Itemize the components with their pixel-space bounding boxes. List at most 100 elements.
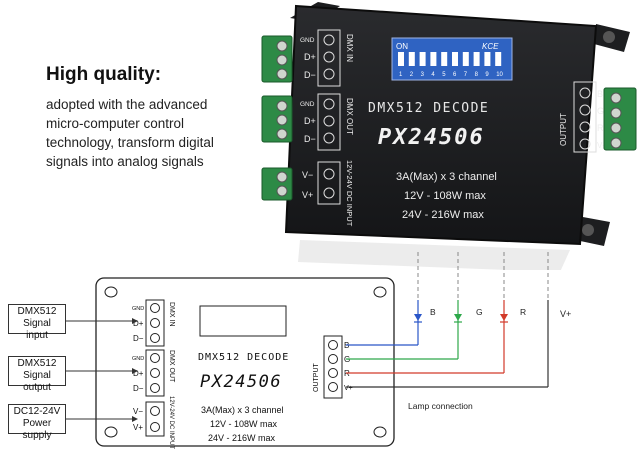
mount-hole	[582, 224, 594, 236]
dip-switch	[398, 52, 404, 66]
diagram-mount-hole	[373, 426, 387, 438]
device-case	[284, 4, 598, 246]
power-supply-label-box: DC12-24V Power supply	[8, 404, 66, 441]
terminal-block-output	[603, 87, 637, 151]
diagram-output-title: OUTPUT	[313, 363, 320, 393]
diagram-mount-hole	[104, 286, 118, 298]
svg-text:D−: D−	[133, 334, 144, 343]
output-panel: B G R V+ OUTPUT	[559, 81, 607, 153]
dip-switch	[484, 52, 491, 66]
power-title: 12V-24V DC INPUT	[345, 160, 354, 227]
signal-input-line-1: DMX512	[17, 306, 57, 317]
diagram-dmx-out-title: DMX OUT	[168, 350, 175, 383]
diagram-dip-window	[199, 305, 287, 337]
svg-text:V+: V+	[133, 423, 143, 432]
spec-line-3: 24V - 216W max	[402, 209, 484, 221]
svg-text:GND: GND	[300, 37, 315, 44]
svg-text:G: G	[344, 355, 350, 364]
svg-text:R: R	[344, 369, 350, 378]
dip-switch	[495, 52, 502, 66]
svg-text:V+: V+	[344, 385, 353, 392]
quality-line-1: adopted with the advanced	[46, 97, 208, 112]
diagram-dmx-in: GND D+ D− DMX IN	[132, 299, 175, 347]
diagram-dmx-in-title: DMX IN	[168, 302, 175, 327]
quality-line-2: micro-computer control	[46, 116, 185, 131]
dip-switch	[430, 52, 437, 66]
dip-switch	[462, 52, 469, 66]
led-r	[500, 314, 508, 321]
terminal-block-dmx-out	[261, 95, 293, 143]
power-supply-line-2: Power supply	[22, 418, 52, 441]
dip-number: 8	[475, 72, 479, 78]
dip-on-label: ON	[396, 42, 408, 51]
svg-text:D+: D+	[133, 319, 144, 328]
dmx-out-title: DMX OUT	[345, 98, 354, 135]
quality-line-4: signals into analog signals	[46, 154, 204, 169]
dip-switch	[441, 52, 448, 66]
diagram-output: B G R V+ OUTPUT	[313, 335, 353, 399]
dmx-in-panel: GND D+ D− DMX IN	[300, 29, 354, 87]
led-b	[414, 314, 422, 321]
device-model: PX24506	[378, 125, 485, 150]
diagram-mount-hole	[104, 426, 118, 438]
svg-text:D+: D+	[133, 369, 144, 378]
dip-number: 2	[410, 72, 414, 78]
dmx-out-panel: GND D+ D− DMX OUT	[300, 93, 354, 151]
lamp-label-r: R	[520, 307, 526, 317]
signal-output-line-2: Signal output	[23, 370, 51, 393]
vplus-label: V+	[560, 309, 571, 319]
svg-text:V+: V+	[597, 141, 607, 150]
spec-line-2: 12V - 108W max	[404, 190, 486, 202]
dip-switch	[452, 52, 458, 66]
diagram-power: V− V+ 12V-24V DC INPUT	[133, 396, 174, 449]
svg-text:R: R	[597, 123, 604, 133]
svg-text:B: B	[344, 341, 349, 350]
spec-line-1: 3A(Max) x 3 channel	[396, 171, 497, 183]
quality-heading: High quality:	[46, 64, 162, 85]
diagram-spec-3: 24V - 216W max	[208, 433, 276, 443]
quality-line-3: technology, transform digital	[46, 135, 214, 150]
dip-number: 4	[431, 72, 435, 78]
output-title: OUTPUT	[559, 113, 568, 146]
lamp-label-g: G	[476, 307, 483, 317]
dip-number: 9	[485, 72, 489, 78]
dip-number: 5	[442, 72, 446, 78]
dip-number: 3	[421, 72, 425, 78]
diagram-dmx-out: GND D+ D− DMX OUT	[132, 349, 175, 397]
signal-output-label-box: DMX512 Signal output	[8, 356, 66, 393]
output-wires	[346, 300, 549, 388]
mount-hole	[603, 31, 615, 43]
svg-text:V−: V−	[133, 407, 143, 416]
diagram-device-model: PX24506	[200, 372, 282, 392]
signal-input-line-2: Signal input	[23, 318, 51, 341]
svg-text:D+: D+	[304, 116, 316, 126]
terminal-block-power	[261, 167, 293, 201]
diagram-spec-1: 3A(Max) x 3 channel	[201, 405, 284, 415]
power-supply-line-1: DC12-24V	[13, 406, 61, 417]
dip-switch	[419, 52, 426, 66]
led-g	[454, 314, 462, 321]
svg-text:D−: D−	[304, 134, 316, 144]
case-reflection	[298, 240, 570, 270]
diagram-spec-2: 12V - 108W max	[210, 419, 278, 429]
svg-text:GND: GND	[132, 356, 144, 362]
svg-text:D−: D−	[304, 70, 316, 80]
dip-number: 7	[464, 72, 468, 78]
diagram-device-name: DMX512 DECODE	[198, 352, 289, 363]
dip-switch	[408, 52, 415, 66]
svg-text:GND: GND	[300, 101, 315, 108]
dip-number: 10	[496, 72, 503, 78]
dmx-in-title: DMX IN	[345, 34, 354, 62]
signal-input-label-box: DMX512 Signal input	[8, 304, 66, 341]
diagram-mount-hole	[373, 286, 387, 298]
dip-brand-label: KCE	[482, 42, 499, 51]
svg-text:GND: GND	[132, 306, 144, 312]
svg-text:V−: V−	[302, 170, 313, 180]
diagram-device-outline	[95, 277, 395, 447]
lamp-connection-label: Lamp connection	[408, 401, 473, 411]
dip-number: 1	[399, 72, 403, 78]
dip-number: 6	[453, 72, 457, 78]
device-name: DMX512 DECODE	[368, 101, 489, 116]
